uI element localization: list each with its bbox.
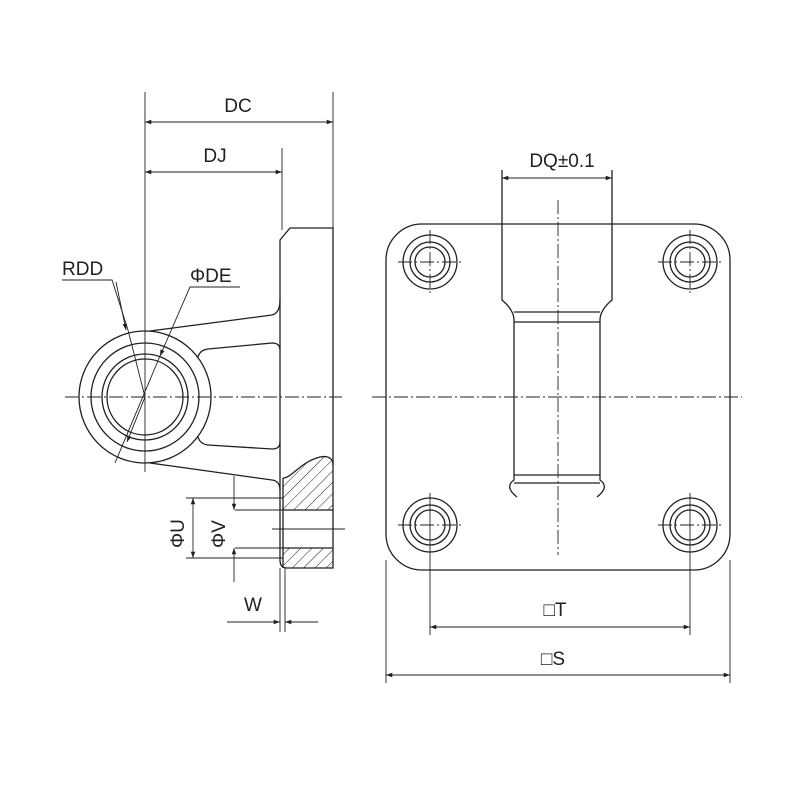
dim-label-u: ΦU bbox=[168, 519, 189, 548]
dim-label-dq: DQ±0.1 bbox=[529, 151, 594, 172]
dim-label-w: W bbox=[244, 595, 262, 616]
dim-label-s: □S bbox=[541, 649, 565, 670]
dim-label-de: ΦDE bbox=[190, 266, 232, 287]
dim-label-t: □T bbox=[543, 600, 566, 621]
dim-label-dc: DC bbox=[224, 96, 251, 117]
dim-label-rdd: RDD bbox=[62, 259, 103, 280]
front-view bbox=[372, 170, 742, 683]
side-view bbox=[62, 92, 345, 632]
dim-label-v: ΦV bbox=[209, 520, 230, 548]
dim-label-dj: DJ bbox=[203, 146, 226, 167]
